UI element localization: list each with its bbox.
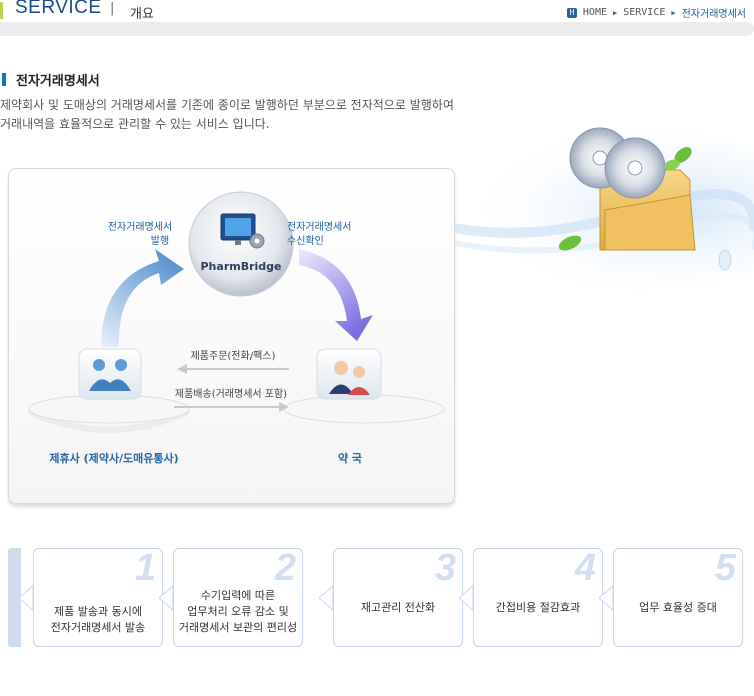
page-header: SERVICE | 개요 H HOME ▶ SERVICE ▶ 전자거래명세서 [0,0,754,22]
section-title: 전자거래명세서 [2,70,100,89]
step-number: 5 [714,547,736,589]
page-subtitle: 개요 [130,7,154,22]
home-icon[interactable]: H [566,7,577,18]
cd-folder-icon [418,127,754,290]
step-number: 1 [134,547,156,589]
breadcrumb-arrow-icon: ▶ [613,8,618,17]
pharmacy-label: 약 국 [337,452,363,465]
step-text: 업무 효율성 증대 [639,601,717,614]
steps-left-bar [8,548,21,647]
breadcrumb-service[interactable]: SERVICE [623,7,666,18]
handshake-icon [89,359,131,391]
breadcrumb: H HOME ▶ SERVICE ▶ 전자거래명세서 [566,5,746,20]
description-line-2: 거래내역을 효율적으로 관리할 수 있는 서비스 입니다. [0,117,270,131]
header-accent-bar [0,2,3,19]
breadcrumb-arrow-icon: ▶ [671,8,676,17]
step-1: 1 제품 발송과 동시에 전자거래명세서 발송 [33,547,163,647]
breadcrumb-current: 전자거래명세서 [681,9,746,20]
benefit-steps: 1 제품 발송과 동시에 전자거래명세서 발송 2 수기입력에 따른 업무처리 … [0,545,754,650]
chevron-left-icon [599,585,613,611]
header-underline [0,22,754,36]
page-title: SERVICE [15,0,102,18]
people-icon [329,361,370,395]
delivery-label: 제품배송(거래명세서 포함) [174,389,288,400]
chevron-left-icon [19,585,33,611]
step-number: 2 [274,547,296,589]
chevron-left-icon [459,585,473,611]
step-text: 수기입력에 따른 업무처리 오류 감소 및 거래명세서 보관의 편리성 [178,589,298,634]
step-4: 4 간접비용 절감효과 [473,547,603,647]
section-title-text: 전자거래명세서 [16,74,100,89]
breadcrumb-home[interactable]: HOME [582,7,607,18]
service-flow-diagram: 전자거래명세서 발행 전자거래명세서 수신확인 PharmBridge 제품주문… [8,168,455,504]
step-text: 간접비용 절감효과 [495,601,581,614]
section-title-marker [2,73,6,86]
order-label: 제품주문(전화/팩스) [190,351,276,362]
step-number: 4 [574,547,596,589]
chevron-left-icon [159,585,173,611]
step-2: 2 수기입력에 따른 업무처리 오류 감소 및 거래명세서 보관의 편리성 [173,547,303,647]
monitor-gear-icon [220,213,265,249]
description-line-1: 제약회사 및 도매상의 거래명세서를 기존에 종이로 발행하던 부분으로 전자적… [0,98,454,112]
step-text: 재고관리 전산화 [360,601,436,614]
section-description: 제약회사 및 도매상의 거래명세서를 기존에 종이로 발행하던 부분으로 전자적… [0,96,520,134]
step-3: 3 재고관리 전산화 [333,547,463,647]
issue-label: 전자거래명세서 발행 [107,222,173,247]
diagram-graphics [28,191,445,433]
step-number: 3 [434,547,456,589]
pharmbridge-label: PharmBridge [200,260,282,273]
receive-label: 전자거래명세서 수신확인 [287,222,352,247]
title-separator: | [110,1,115,16]
chevron-left-icon [319,585,333,611]
partner-label: 제휴사 (제약사/도매유통사) [49,452,179,465]
step-5: 5 업무 효율성 증대 [613,547,743,647]
step-text: 제품 발송과 동시에 전자거래명세서 발송 [50,605,146,634]
